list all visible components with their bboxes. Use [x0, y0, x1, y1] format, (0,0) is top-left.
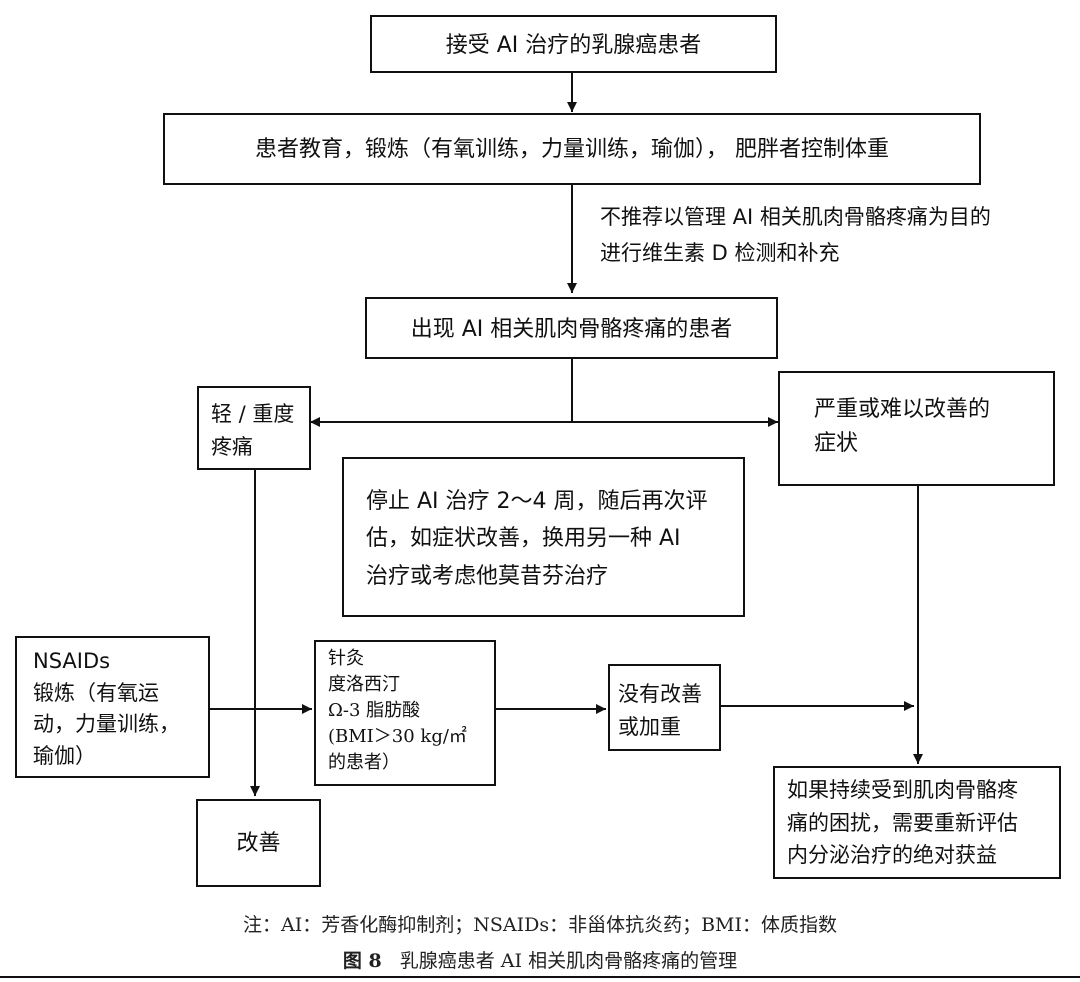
box-stop-ai-label: 停止 AI 治疗 2～4 周，随后再次评 估，如症状改善，换用另一种 AI 治疗…	[366, 489, 708, 589]
box-mild-moderate-pain: 轻 / 重度 疼痛	[197, 386, 311, 470]
box-patient-education: 患者教育，锻炼（有氧训练，力量训练，瑜伽）， 肥胖者控制体重	[163, 113, 981, 185]
box-nsaids-label: NSAIDs 锻炼（有氧运 动，力量训练， 瑜伽）	[33, 649, 180, 768]
box-severe-symptoms: 严重或难以改善的 症状	[778, 371, 1055, 486]
box-pain-onset-label: 出现 AI 相关肌肉骨骼疼痛的患者	[410, 317, 733, 342]
box-ai-patients-label: 接受 AI 治疗的乳腺癌患者	[445, 33, 702, 58]
box-patient-education-label: 患者教育，锻炼（有氧训练，力量训练，瑜伽）， 肥胖者控制体重	[255, 137, 889, 162]
box-ai-patients: 接受 AI 治疗的乳腺癌患者	[370, 15, 777, 73]
figure-title: 乳腺癌患者 AI 相关肌肉骨骼疼痛的管理	[399, 950, 738, 972]
box-severe-symptoms-label: 严重或难以改善的 症状	[814, 397, 991, 457]
box-acupuncture-options-label: 针灸 度洛西汀 Ω-3 脂肪酸 (BMI＞30 kg/㎡ 的患者）	[328, 648, 467, 774]
box-no-improvement-label: 没有改善 或加重	[618, 682, 702, 739]
box-stop-ai: 停止 AI 治疗 2～4 周，随后再次评 估，如症状改善，换用另一种 AI 治疗…	[342, 457, 745, 617]
box-pain-onset: 出现 AI 相关肌肉骨骼疼痛的患者	[365, 297, 778, 359]
box-no-improvement: 没有改善 或加重	[608, 664, 721, 751]
box-improvement-label: 改善	[236, 831, 281, 856]
box-improvement: 改善	[196, 799, 321, 887]
box-nsaids: NSAIDs 锻炼（有氧运 动，力量训练， 瑜伽）	[15, 636, 210, 778]
box-reassess-benefit-label: 如果持续受到肌肉骨骼疼 痛的困扰，需要重新评估 内分泌治疗的绝对获益	[787, 778, 1018, 868]
box-mild-moderate-pain-label: 轻 / 重度 疼痛	[211, 402, 295, 459]
figure-number: 图 8	[342, 950, 382, 972]
figure-caption: 图 8 乳腺癌患者 AI 相关肌肉骨骼疼痛的管理	[0, 946, 1080, 973]
footnote: 注：AI：芳香化酶抑制剂；NSAIDs：非甾体抗炎药；BMI：体质指数	[242, 914, 837, 936]
box-reassess-benefit: 如果持续受到肌肉骨骼疼 痛的困扰，需要重新评估 内分泌治疗的绝对获益	[773, 766, 1061, 879]
vitamin-d-note: 不推荐以管理 AI 相关肌肉骨骼疼痛为目的 进行维生素 D 检测和补充	[600, 205, 991, 265]
bottom-rule	[0, 976, 1080, 978]
box-acupuncture-options: 针灸 度洛西汀 Ω-3 脂肪酸 (BMI＞30 kg/㎡ 的患者）	[314, 640, 496, 786]
